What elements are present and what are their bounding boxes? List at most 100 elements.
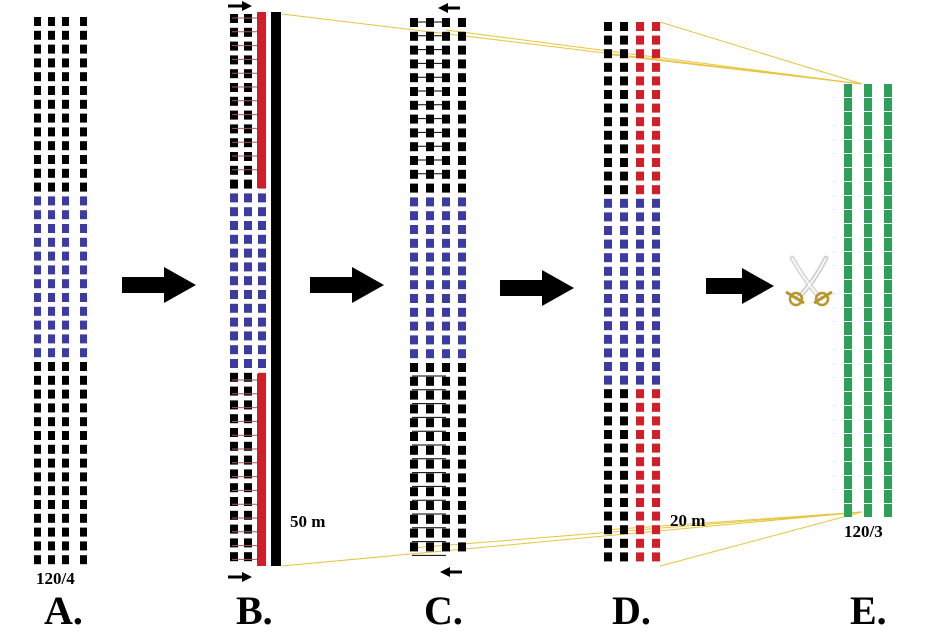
soldier-block xyxy=(652,470,660,480)
green-block xyxy=(844,350,852,363)
soldier-block xyxy=(426,225,434,234)
soldier-block xyxy=(230,290,238,299)
green-block xyxy=(884,280,892,293)
soldier-block xyxy=(426,197,434,207)
soldier-block xyxy=(620,35,628,45)
soldier-block xyxy=(620,280,628,290)
soldier-block xyxy=(636,76,644,86)
soldier-block xyxy=(652,198,660,208)
soldier-block xyxy=(458,183,466,193)
soldier-block xyxy=(80,500,87,509)
soldier-block xyxy=(652,321,660,331)
soldier-block xyxy=(48,293,55,302)
soldier-block xyxy=(458,294,466,303)
soldier-block xyxy=(80,251,87,261)
soldier-block xyxy=(80,320,87,330)
soldier-block xyxy=(34,30,41,40)
formation-e xyxy=(844,84,892,517)
green-block xyxy=(844,266,852,279)
soldier-block xyxy=(80,265,87,275)
soldier-block xyxy=(62,279,69,289)
soldier-block xyxy=(604,35,612,45)
soldier-block xyxy=(458,211,466,221)
soldier-block xyxy=(652,103,660,113)
soldier-block xyxy=(48,279,55,289)
soldier-block xyxy=(62,168,69,178)
soldier-block xyxy=(636,443,644,453)
green-block xyxy=(884,378,892,391)
soldier-block xyxy=(244,372,252,382)
soldier-block xyxy=(80,155,87,164)
soldier-block xyxy=(62,541,69,551)
soldier-block xyxy=(48,375,55,385)
soldier-block xyxy=(458,45,466,55)
soldier-block xyxy=(604,185,612,195)
soldier-block xyxy=(636,430,644,439)
soldier-block xyxy=(48,431,55,440)
green-block xyxy=(864,210,872,223)
soldier-block xyxy=(636,402,644,412)
green-block xyxy=(844,392,852,405)
soldier-block xyxy=(410,225,418,234)
soldier-block xyxy=(620,103,628,113)
soldier-block xyxy=(442,238,450,248)
formation-d xyxy=(604,22,660,562)
soldier-block xyxy=(244,207,252,217)
soldier-block xyxy=(34,58,41,68)
soldier-block xyxy=(34,458,41,468)
soldier-block xyxy=(636,144,644,154)
soldier-block xyxy=(652,144,660,154)
soldier-block xyxy=(80,431,87,440)
soldier-block xyxy=(34,113,41,123)
soldier-block xyxy=(244,331,252,341)
soldier-block xyxy=(80,86,87,95)
soldier-block xyxy=(458,445,466,455)
green-block xyxy=(844,98,852,111)
soldier-block xyxy=(426,211,434,221)
soldier-block xyxy=(34,555,41,565)
projection-line xyxy=(659,21,863,85)
soldier-block xyxy=(62,72,69,82)
soldier-block xyxy=(62,431,69,440)
soldier-block xyxy=(426,459,434,469)
soldier-block xyxy=(62,403,69,413)
soldier-block xyxy=(62,17,69,26)
soldier-block xyxy=(34,17,41,26)
green-block xyxy=(864,434,872,447)
soldier-block xyxy=(230,248,238,258)
soldier-block xyxy=(62,444,69,454)
soldier-block xyxy=(230,483,238,493)
green-block xyxy=(884,266,892,279)
soldier-block xyxy=(426,183,434,193)
soldier-block xyxy=(244,483,252,493)
soldier-block xyxy=(458,390,466,400)
green-block xyxy=(844,476,852,489)
soldier-block xyxy=(48,155,55,164)
soldier-block xyxy=(458,501,466,510)
soldier-block xyxy=(62,44,69,54)
soldier-block xyxy=(620,294,628,303)
projection-line xyxy=(603,53,863,85)
soldier-block xyxy=(442,197,450,207)
soldier-block xyxy=(48,513,55,523)
soldier-block xyxy=(62,527,69,537)
green-block xyxy=(844,210,852,223)
soldier-block xyxy=(604,348,612,358)
soldier-block xyxy=(426,307,434,317)
soldier-block xyxy=(62,58,69,68)
soldier-block xyxy=(458,114,466,124)
soldier-block xyxy=(410,335,418,345)
soldier-block xyxy=(458,280,466,290)
soldier-block xyxy=(62,99,69,109)
soldier-block xyxy=(604,321,612,331)
green-block xyxy=(884,364,892,377)
soldier-block xyxy=(442,404,450,414)
formation-a xyxy=(34,17,87,565)
soldier-block xyxy=(410,211,418,221)
green-block xyxy=(884,504,892,517)
soldier-block xyxy=(426,280,434,290)
stage-label-a: A. xyxy=(44,588,83,633)
projection-line xyxy=(659,511,863,567)
soldier-block xyxy=(652,62,660,72)
soldier-block xyxy=(34,155,41,164)
